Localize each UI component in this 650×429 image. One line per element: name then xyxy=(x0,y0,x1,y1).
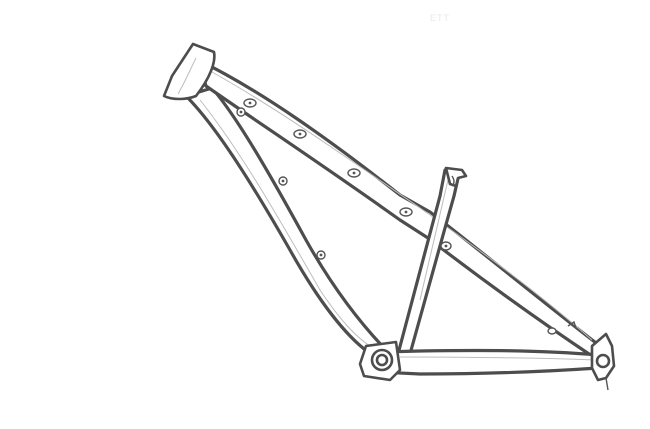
bottom-bracket xyxy=(358,340,402,382)
faint-label: ETT xyxy=(430,13,450,23)
seat-stay-tab xyxy=(567,320,577,329)
cable-guides xyxy=(236,98,557,335)
rear-dropout xyxy=(590,332,616,391)
top-tube xyxy=(196,58,602,358)
chain-stay xyxy=(378,348,600,376)
seat-clamp xyxy=(444,166,468,188)
